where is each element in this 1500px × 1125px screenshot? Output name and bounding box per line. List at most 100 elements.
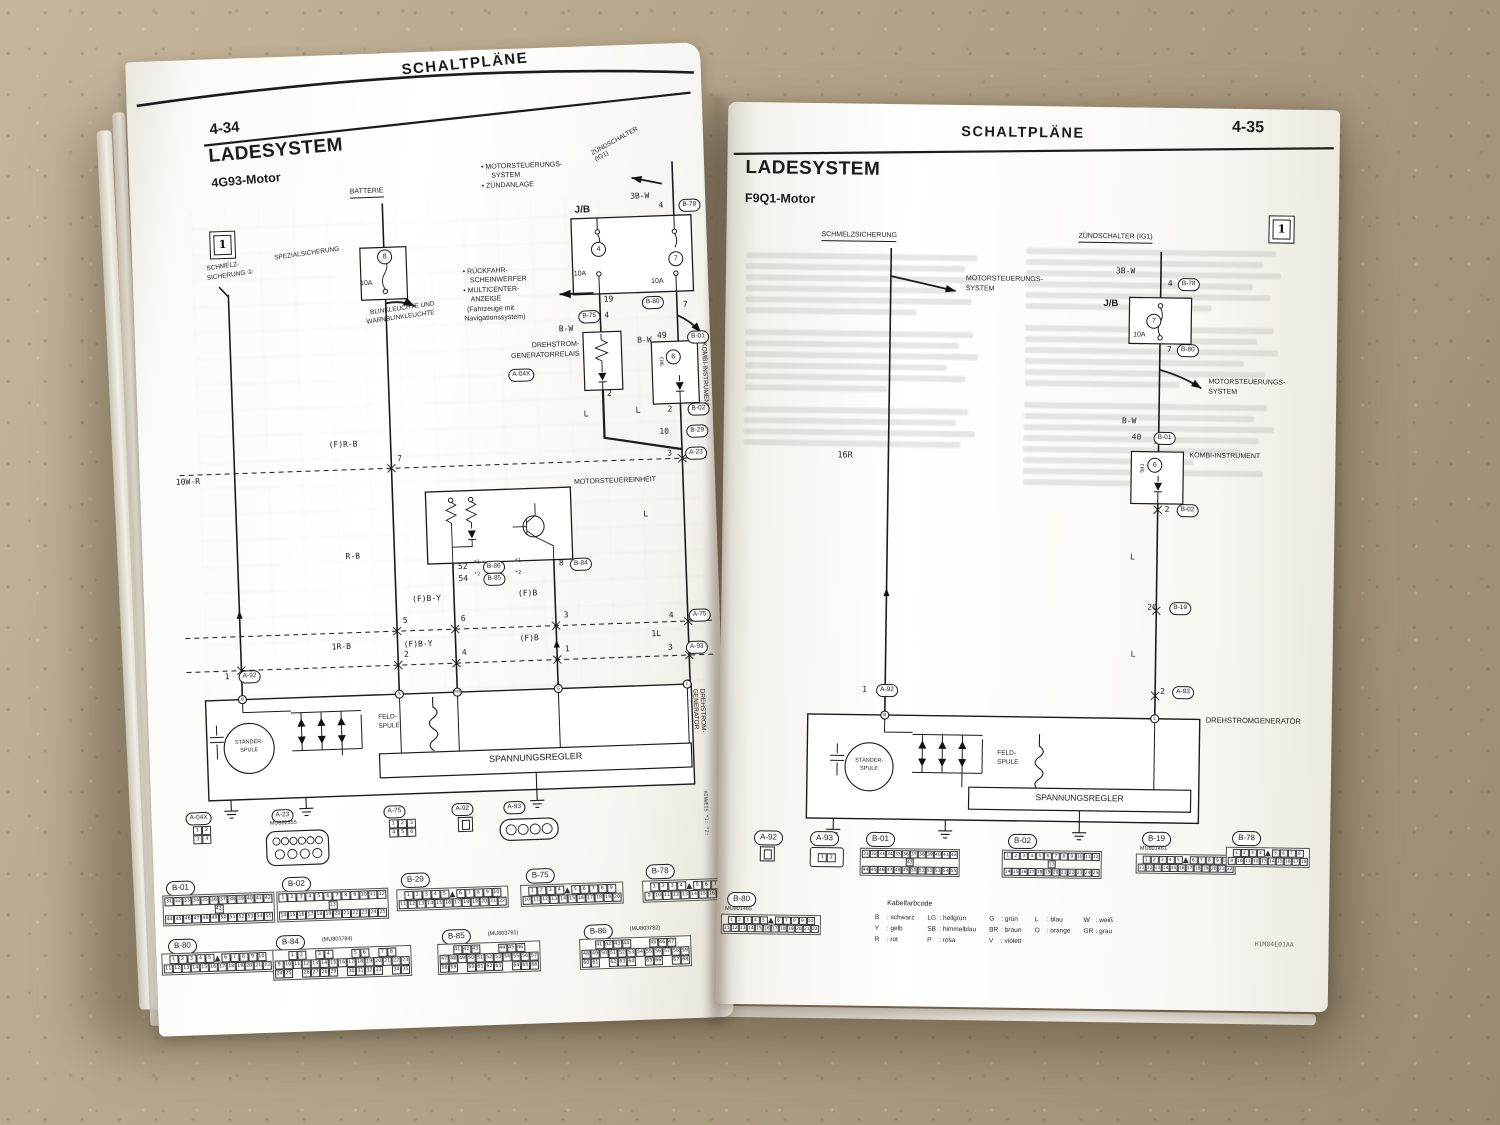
pin-5: 5 — [402, 615, 408, 625]
wire-relay-join — [601, 389, 683, 451]
terminal-g: G — [556, 685, 561, 691]
pin-cell: 43 — [905, 858, 914, 867]
pin-cell: 58 — [439, 963, 450, 973]
legend-title: Kabelfarbcode — [887, 900, 933, 908]
pin-cell: 6 — [455, 888, 466, 899]
pin-cell: 3 — [1248, 849, 1257, 858]
generator-box — [204, 683, 696, 802]
resistor-icon — [444, 501, 458, 564]
legend-entry: GR: grau — [1083, 927, 1113, 936]
pin-cell: 1 — [192, 826, 203, 836]
pin-cell: 22 — [810, 925, 819, 934]
pin-cell: 46 — [515, 942, 525, 953]
legend-entry: LG: hellgrün — [927, 914, 967, 923]
pin-cell: 32 — [173, 896, 183, 907]
pin-cell: 4 — [751, 916, 760, 925]
crossing-ticks — [880, 435, 1164, 701]
header-rule — [733, 147, 1334, 155]
pin-notch — [767, 916, 774, 924]
pin-cell: 13 — [549, 894, 559, 905]
pin-cell: 51 — [917, 866, 926, 875]
pin-cell: 10 — [653, 891, 663, 901]
pin-cell: 43 — [612, 939, 622, 949]
pin-cell: 40 — [933, 850, 942, 859]
pin-cell: 6 — [579, 884, 589, 894]
pin-cell: 4 — [1027, 852, 1036, 861]
pin-cell: 65 — [520, 960, 531, 971]
pin-cell: 20 — [612, 892, 622, 902]
pin-19: 19 — [603, 294, 614, 304]
pin-cell: 27 — [310, 968, 321, 978]
label-stator-2: SPULE — [859, 765, 879, 772]
pin-cell: 13 — [1047, 860, 1056, 869]
terminal-b: B — [883, 711, 887, 718]
pin-cell: 7 — [332, 891, 342, 901]
wire-label-bw-right: B-W — [637, 335, 652, 345]
pin-cell: 19 — [1043, 868, 1052, 877]
pin-cell: 14 — [1161, 863, 1170, 873]
pin-cell: 42 — [949, 850, 958, 860]
pin-cell: 2 — [536, 886, 546, 896]
connector-ref-b80: B-80 — [641, 295, 664, 310]
wire-label-10wr: 10W-R — [175, 476, 201, 487]
pin-cell: 23 — [1075, 868, 1084, 877]
legend-entry: R: rot — [874, 935, 898, 944]
legend-entry: BR: braun — [989, 926, 1022, 934]
pin-cell: 4 — [1256, 849, 1265, 858]
pin-cell: 7 — [1197, 856, 1206, 865]
pin-7-c2: 7 — [396, 453, 403, 464]
terminal-fr: FR — [454, 689, 461, 695]
pin-cell: 49 — [209, 913, 220, 923]
pin-notch — [1182, 856, 1189, 864]
pin-cell: 9 — [247, 952, 258, 962]
footnote-1b: *1 — [514, 557, 521, 565]
pin-cell: 2 — [1150, 855, 1159, 864]
footnote-1a: *1 — [473, 559, 480, 566]
label-chg: CHG — [1138, 463, 1145, 473]
pin-cell: 15 — [567, 894, 577, 904]
legend-entry: W: weiß — [1083, 916, 1114, 925]
pin-cell: 41 — [254, 894, 264, 904]
legend-entry: V: violett — [988, 937, 1022, 945]
pin-cell: 66 — [529, 960, 540, 970]
pin-7: 7 — [1166, 344, 1172, 354]
connector-ref-a04x: A-04X — [508, 368, 535, 383]
diode-icon — [598, 372, 607, 381]
pin-cell: 2 — [826, 852, 836, 862]
legend-entry: O: orange — [1034, 927, 1071, 935]
label-nav-note-1: (Fahrzeuge mit — [466, 304, 515, 314]
pin-cell: 32 — [364, 966, 375, 976]
pin-cell: 11 — [531, 895, 541, 905]
pin-cell: 32 — [869, 849, 878, 858]
pin-cell: 30 — [346, 966, 357, 977]
wire-direction-arrow — [236, 610, 243, 619]
arrow-to-ecu-system — [890, 275, 956, 293]
wire-10wr — [218, 286, 244, 700]
wire-label-frb: (F)R-B — [328, 439, 358, 450]
pin-cell: 17 — [452, 898, 462, 908]
pin-cell: 17 — [305, 910, 316, 920]
pin-cell: 11 — [662, 890, 672, 901]
pin-cell: 1 — [168, 955, 179, 965]
connector-sub-b86: (MU803782) — [629, 925, 661, 933]
pin-cell: 15 — [1275, 857, 1284, 866]
connector-ref-b84: B-84 — [569, 557, 592, 572]
pin-cell: 19 — [470, 897, 480, 907]
pin-cell: 35 — [893, 850, 902, 859]
arrow-to-reverse-lamp — [559, 289, 594, 299]
connector-ref-a04x-strip: A-04X — [185, 811, 212, 826]
pin-cell: 18 — [1035, 868, 1044, 877]
pin-cell — [631, 939, 640, 948]
connector-sub-b19: MU801461 — [1139, 845, 1167, 852]
field-coil-icon — [428, 696, 439, 752]
pin-cell: 19 — [235, 961, 245, 972]
pin-cell: 19 — [364, 957, 374, 967]
pin-cell: 46 — [182, 914, 193, 924]
pin-cell — [480, 944, 489, 953]
pin-cell: 20 — [332, 909, 343, 919]
pin-cell: 50 — [218, 913, 229, 923]
legend-entry: L: blau — [1034, 916, 1063, 924]
page-number: 4-35 — [1231, 118, 1265, 137]
